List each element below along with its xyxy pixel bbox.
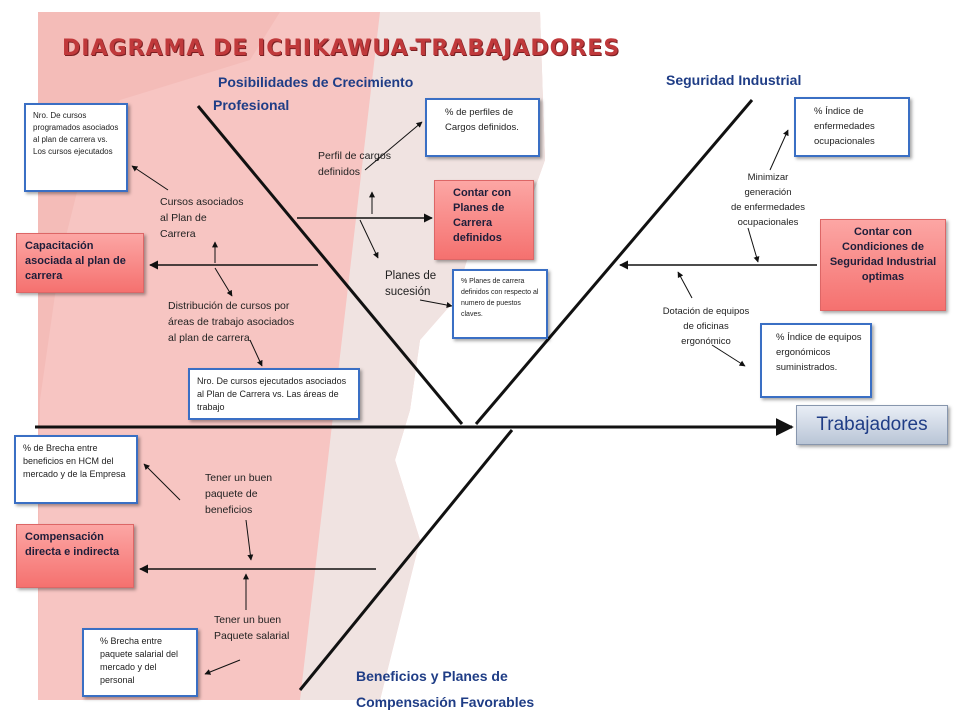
category-crecimiento-line1: Posibilidades de Crecimiento — [218, 74, 414, 90]
box-pct-planes-carrera: % Planes de carrera definidos con respec… — [452, 269, 548, 339]
box-pct-equipos: % Índice de equipos ergonómicos suminist… — [760, 323, 872, 398]
box-nro-cursos-programados: Nro. De cursos programados asociados al … — [24, 103, 128, 192]
label-planes-sucesion: Planes de sucesión — [385, 270, 437, 298]
diagram-title: DIAGRAMA DE ICHIKAWUA-TRABAJADORES — [62, 36, 621, 61]
pink-box-compensacion: Compensación directa e indirecta — [16, 524, 134, 588]
label-perfil-cargos: Perfil de cargos definidos — [318, 150, 391, 178]
box-nro-cursos-ejecutados: Nro. De cursos ejecutados asociados al P… — [188, 368, 360, 420]
pink-box-contar-condiciones: Contar con Condiciones de Seguridad Indu… — [820, 219, 946, 311]
box-pct-brecha-salarial: % Brecha entre paquete salarial del merc… — [82, 628, 198, 697]
pink-box-contar-planes: Contar con Planes de Carrera definidos — [434, 180, 534, 260]
category-beneficios-line1: Beneficios y Planes de — [356, 668, 508, 684]
box-pct-perfiles: % de perfiles de Cargos definidos. — [425, 98, 540, 157]
category-beneficios-line2: Compensación Favorables — [356, 694, 535, 710]
category-seguridad: Seguridad Industrial — [666, 72, 802, 88]
label-minimizar-enfermedades: Minimizar generación de enfermedades ocu… — [731, 172, 805, 228]
label-dotacion-equipos: Dotación de equipos de oficinas ergonómi… — [662, 306, 750, 347]
label-paquete-salarial: Tener un buen Paquete salarial — [214, 614, 290, 642]
bone-seguridad — [474, 99, 754, 425]
bone-beneficios — [298, 429, 514, 691]
label-paquete-beneficios: Tener un buen paquete de beneficios — [205, 472, 273, 516]
box-pct-brecha-beneficios: % de Brecha entre beneficios en HCM del … — [14, 435, 138, 504]
label-distribucion-cursos: Distribución de cursos por áreas de trab… — [168, 300, 295, 344]
box-pct-enfermedades: % Índice de enfermedades ocupacionales — [794, 97, 910, 157]
pink-box-capacitacion: Capacitación asociada al plan de carrera — [16, 233, 144, 293]
category-crecimiento-line2: Profesional — [213, 97, 290, 113]
bone-crecimiento — [196, 105, 464, 425]
label-cursos-asociados: Cursos asociados al Plan de Carrera — [160, 196, 244, 240]
effect-box-trabajadores: Trabajadores — [796, 405, 948, 445]
